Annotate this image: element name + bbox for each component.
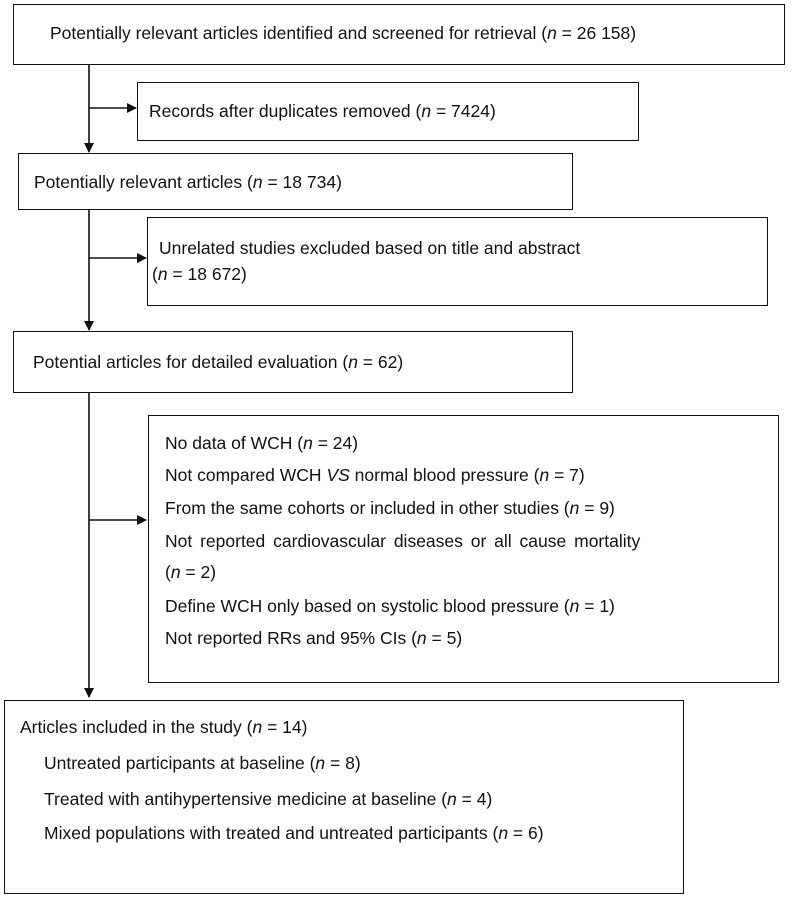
unrelated-post: = 18 672) xyxy=(167,264,247,284)
ex4-pre: ( xyxy=(165,562,171,582)
detailed-post: = 62) xyxy=(357,352,404,372)
duplicates-n: n xyxy=(421,101,432,121)
inc2-pre: Mixed populations with treated and untre… xyxy=(44,823,499,843)
box-exclusions: No data of WCH (n = 24) Not compared WCH… xyxy=(148,415,779,683)
inc2-post: = 6) xyxy=(508,823,544,843)
included-treated: Treated with antihypertensive medicine a… xyxy=(44,789,492,809)
inc1-pre: Treated with antihypertensive medicine a… xyxy=(44,789,448,809)
included-untreated: Untreated participants at baseline (n = … xyxy=(44,753,361,773)
unrelated-line-1: Unrelated studies excluded based on titl… xyxy=(159,238,581,258)
exclusion-systolic-only: Define WCH only based on systolic blood … xyxy=(165,596,615,616)
identified-n: n xyxy=(547,23,557,43)
box-detailed: Potential articles for detailed evaluati… xyxy=(13,331,573,393)
box-duplicates: Records after duplicates removed (n = 74… xyxy=(137,82,639,141)
exclusion-no-rr-ci: Not reported RRs and 95% CIs (n = 5) xyxy=(165,628,462,648)
exclusion-no-data: No data of WCH (n = 24) xyxy=(165,433,358,453)
ex4-post: = 2) xyxy=(180,562,217,582)
exclusion-same-cohorts: From the same cohorts or included in oth… xyxy=(165,498,615,518)
ex1-pre: Not compared WCH xyxy=(165,465,327,485)
box-relevant-text: Potentially relevant articles (n = 18 73… xyxy=(34,172,342,192)
ex0-n: n xyxy=(303,433,313,453)
inc1-post: = 4) xyxy=(456,789,493,809)
inc0-pre: Untreated participants at baseline ( xyxy=(44,753,316,773)
relevant-post: = 18 734) xyxy=(262,172,342,192)
ex5-n: n xyxy=(569,596,580,616)
ex1-post: = 7) xyxy=(549,465,585,485)
ex0-post: = 24) xyxy=(312,433,359,453)
unrelated-pre: ( xyxy=(152,264,158,284)
ex6-post: = 5) xyxy=(426,628,463,648)
duplicates-post: = 7424) xyxy=(431,101,496,121)
box-unrelated: Unrelated studies excluded based on titl… xyxy=(147,217,768,306)
included-mixed: Mixed populations with treated and untre… xyxy=(44,823,544,843)
ex2-pre: From the same cohorts or included in oth… xyxy=(165,498,570,518)
identified-post: = 26 158) xyxy=(556,23,637,43)
ex5-post: = 1) xyxy=(579,596,615,616)
ex1-mid: normal blood pressure ( xyxy=(349,465,540,485)
relevant-n: n xyxy=(252,172,263,192)
unrelated-line-2: (n = 18 672) xyxy=(152,264,247,284)
ex2-n: n xyxy=(569,498,580,518)
box-identified-text: Potentially relevant articles identified… xyxy=(50,23,636,43)
exclusion-not-reported-cvd: Not reported cardiovascular diseases or … xyxy=(165,531,641,551)
ex0-pre: No data of WCH ( xyxy=(165,433,304,453)
unrelated-n: n xyxy=(157,264,168,284)
box-identified: Potentially relevant articles identified… xyxy=(13,4,785,65)
exclusion-not-compared: Not compared WCH VS normal blood pressur… xyxy=(165,465,585,485)
included-title: Articles included in the study (n = 14) xyxy=(20,717,307,737)
ex4-n: n xyxy=(170,562,181,582)
included-title-pre: Articles included in the study ( xyxy=(20,717,253,737)
detailed-pre: Potential articles for detailed evaluati… xyxy=(33,352,349,372)
inc0-post: = 8) xyxy=(325,753,361,773)
ex1-vs: VS xyxy=(326,465,350,485)
included-title-n: n xyxy=(252,717,263,737)
ex6-pre: Not reported RRs and 95% CIs ( xyxy=(165,628,417,648)
inc1-n: n xyxy=(447,789,457,809)
ex5-pre: Define WCH only based on systolic blood … xyxy=(165,596,570,616)
exclusion-not-reported-cvd-n: (n = 2) xyxy=(165,562,216,582)
box-relevant: Potentially relevant articles (n = 18 73… xyxy=(18,153,573,210)
relevant-pre: Potentially relevant articles ( xyxy=(34,172,253,192)
inc0-n: n xyxy=(315,753,326,773)
box-duplicates-text: Records after duplicates removed (n = 74… xyxy=(149,101,496,121)
box-detailed-text: Potential articles for detailed evaluati… xyxy=(33,352,403,372)
included-title-post: = 14) xyxy=(262,717,308,737)
inc2-n: n xyxy=(498,823,509,843)
ex6-n: n xyxy=(416,628,427,648)
duplicates-pre: Records after duplicates removed ( xyxy=(149,101,422,121)
identified-pre: Potentially relevant articles identified… xyxy=(50,23,548,43)
box-included: Articles included in the study (n = 14) … xyxy=(4,700,684,894)
detailed-n: n xyxy=(348,352,358,372)
ex2-post: = 9) xyxy=(579,498,615,518)
ex1-n: n xyxy=(539,465,550,485)
